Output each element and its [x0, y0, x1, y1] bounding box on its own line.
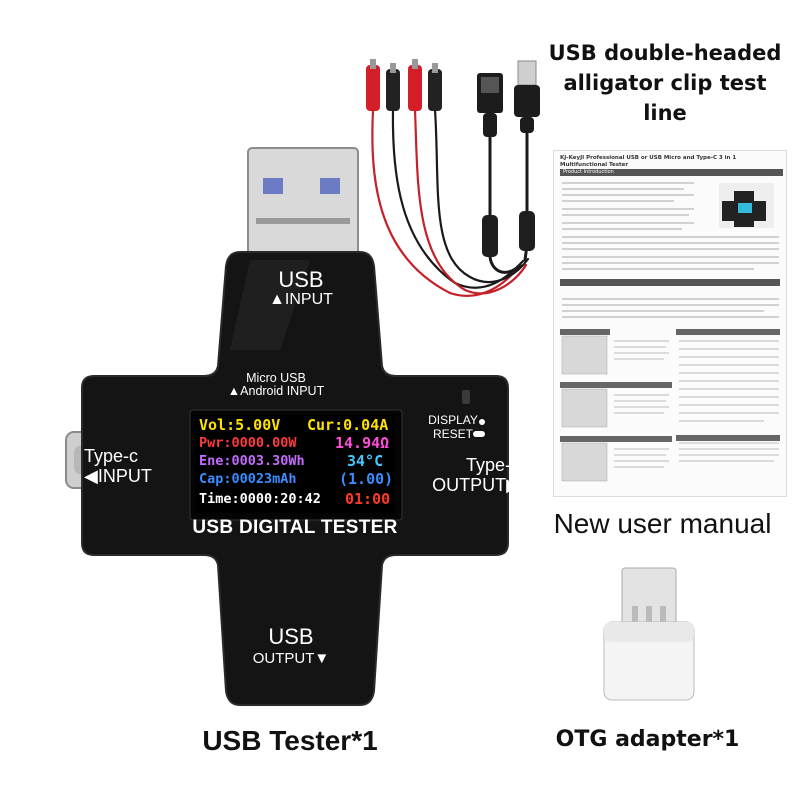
lcd-cur: Cur:0.04A	[307, 416, 389, 434]
manual-device-thumbnail	[719, 183, 774, 228]
manual-section: Product Introduction	[560, 169, 783, 176]
otg-caption: OTG adapter*1	[555, 727, 740, 752]
micro-usb-text: Micro USB	[246, 371, 306, 385]
usb-input-label: USB ▲INPUT	[246, 267, 356, 310]
usb-input-text: USB	[278, 267, 324, 292]
reset-toggle-icon	[473, 431, 485, 437]
android-input-text: ▲Android INPUT	[227, 384, 325, 398]
user-manual-image: KJ-KeyJI Professional USB or USB Micro a…	[553, 150, 787, 497]
display-dot-icon	[479, 419, 485, 425]
lcd-ene: Ene:0003.30Wh	[199, 453, 305, 469]
ferrite-core	[482, 215, 498, 257]
typec-output-label: Type-c OUTPUT▶	[420, 455, 520, 495]
usb-output-text: USB	[268, 624, 314, 649]
typec-input-sub: ◀INPUT	[84, 466, 152, 486]
lcd-pwr: Pwr:0000.00W	[199, 435, 297, 451]
display-button	[462, 390, 470, 404]
display-text: DISPLAY	[428, 413, 478, 427]
manual-heading: KJ-KeyJI Professional USB or USB Micro a…	[560, 155, 737, 168]
tester-caption: USB Tester*1	[202, 725, 378, 756]
manual-caption: New user manual	[553, 508, 772, 539]
lcd-timer: 01:00	[345, 490, 391, 508]
typec-input-text: Type-c	[84, 446, 139, 466]
alligator-clips	[366, 59, 442, 111]
display-reset-label: DISPLAY RESET	[418, 413, 488, 441]
typec-output-sub: OUTPUT▶	[432, 475, 520, 495]
reset-text: RESET	[432, 427, 473, 441]
otg-adapter-image	[603, 567, 695, 701]
lcd-ratio: (1.00)	[339, 470, 394, 488]
usb-male-connector	[514, 60, 540, 133]
alligator-cable-image	[366, 59, 540, 297]
lcd-time: Time:0000:20:42	[199, 491, 321, 507]
cable-caption-line2: alligator clip test line	[563, 71, 767, 125]
cable-caption-line1: USB double-headed	[548, 41, 782, 65]
usb-output-label: USB OUTPUT▼	[236, 624, 346, 667]
usb-input-sub: ▲INPUT	[269, 291, 333, 308]
lcd-cap: Cap:00023mAh	[199, 471, 297, 487]
cable-caption: USB double-headed alligator clip test li…	[540, 38, 790, 128]
usb-female-connector	[477, 73, 503, 137]
lcd-temp: 34°C	[347, 452, 384, 470]
red-wire	[371, 108, 522, 297]
manual-lines	[560, 182, 780, 482]
micro-usb-label: Micro USB ▲Android INPUT	[206, 372, 346, 398]
usb-output-sub: OUTPUT▼	[252, 650, 330, 667]
typec-output-text: Type-c	[465, 455, 520, 475]
lcd-ohm: 14.94Ω	[335, 434, 390, 452]
typec-input-label: Type-c ◀INPUT	[84, 446, 184, 486]
lcd-screen: Vol:5.00V Cur:0.04A Pwr:0000.00W 14.94Ω …	[195, 415, 395, 513]
lcd-vol: Vol:5.00V	[199, 416, 281, 434]
usb-plug	[247, 147, 359, 261]
product-name-label: USB DIGITAL TESTER	[192, 517, 398, 538]
